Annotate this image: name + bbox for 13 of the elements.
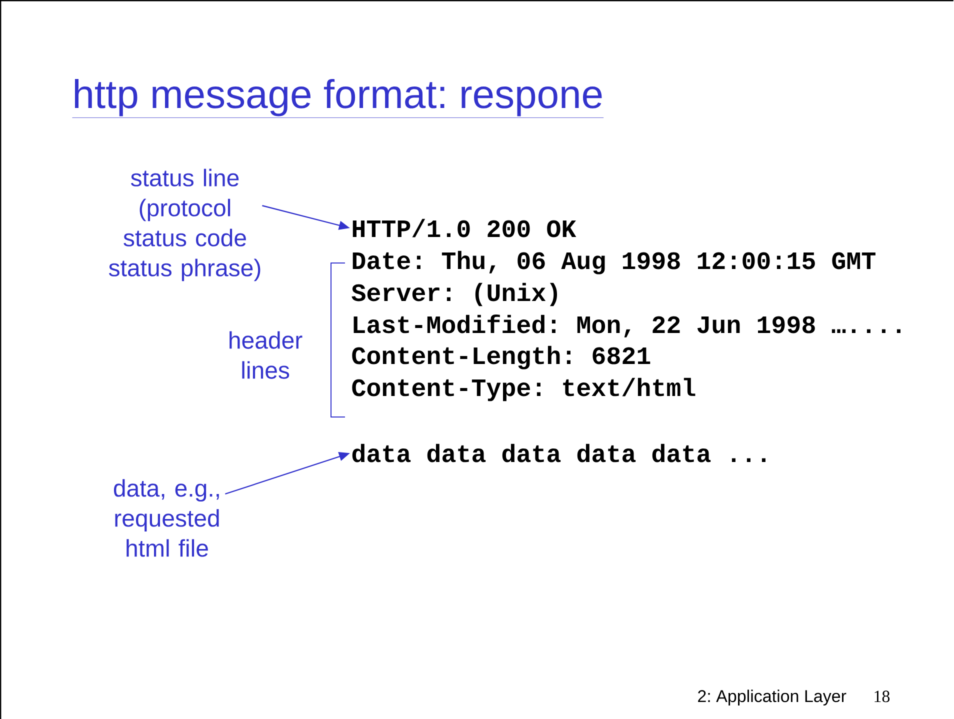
annotation-text: data, e.g., requested html file	[114, 479, 219, 557]
body-text: data data data data data ...	[352, 444, 766, 462]
header-line-text: Date: Thu, 06 Aug 1998 12:00:15 GMT	[352, 250, 876, 274]
header-line-text: Content-Length: 6821	[352, 346, 650, 370]
header-line-text: Last-Modified: Mon, 22 Jun 1998 …....	[354, 314, 900, 338]
annotation-text: header lines	[230, 331, 302, 379]
annotation-text: status line (protocol status code status phrase)	[108, 168, 260, 282]
footer-text: 2: Application Layer	[698, 690, 846, 706]
page-number: 18	[874, 690, 890, 702]
header-line-text: Content-Type: text/html	[352, 378, 696, 402]
status-line-text: HTTP/1.0 200 OK	[352, 218, 576, 238]
header-line-text: Server: (Unix)	[352, 282, 557, 306]
title: http message format: respone	[72, 79, 604, 118]
